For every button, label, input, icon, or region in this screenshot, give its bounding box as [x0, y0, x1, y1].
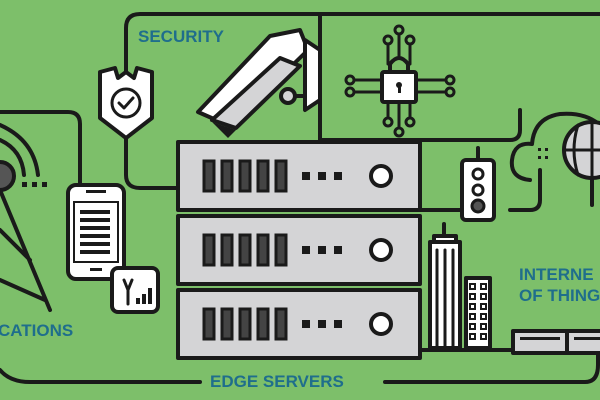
signal-strength-icon — [110, 266, 160, 314]
security-label: SECURITY — [138, 27, 225, 46]
server-unit — [176, 288, 422, 360]
cloud-globe-icon — [509, 111, 600, 207]
security-camera-icon — [196, 28, 322, 138]
edge-servers-label: EDGE SERVERS — [210, 372, 344, 391]
shield-check-icon — [98, 66, 154, 140]
edge-server-rack — [176, 140, 422, 360]
iot-label-line1: INTERNE — [519, 265, 594, 284]
server-unit — [176, 140, 422, 212]
cell-tower-icon — [0, 123, 52, 312]
office-building-icon — [464, 276, 492, 350]
iot-label-line2: OF THING — [519, 286, 600, 305]
applications-label: CATIONS — [0, 321, 73, 340]
circuit-lock-icon — [344, 24, 456, 138]
network-lines — [0, 12, 600, 384]
smartphone-icon — [66, 183, 126, 281]
server-unit — [176, 214, 422, 286]
skyscraper-icon — [428, 222, 462, 350]
iot-device-strip — [511, 329, 600, 355]
traffic-light-icon — [460, 146, 496, 222]
